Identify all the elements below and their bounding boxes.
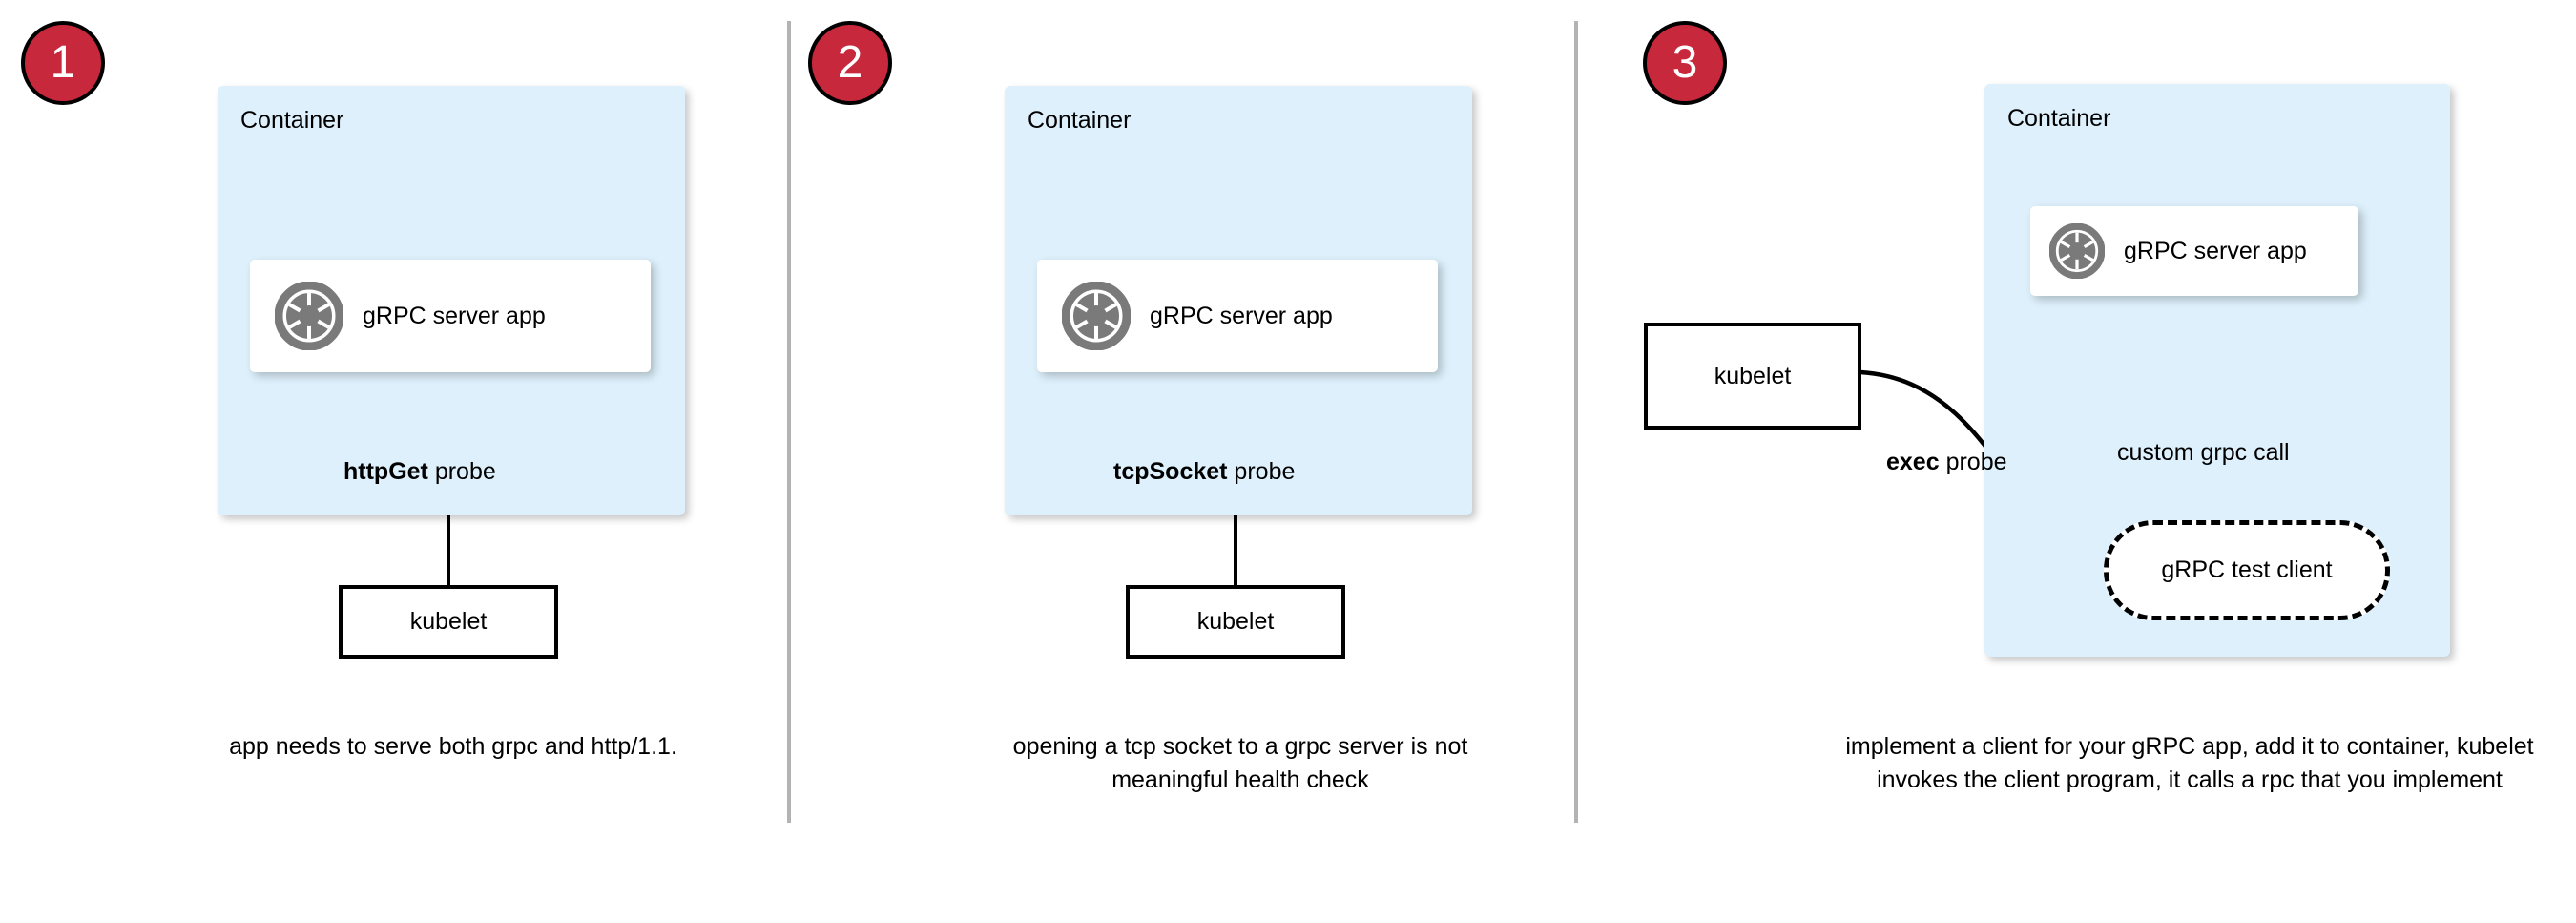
grpc-aperture-icon (275, 282, 343, 350)
grpc-server-app-label-3: gRPC server app (2124, 237, 2307, 264)
exec-probe-label: exec probe (1886, 449, 2007, 476)
container-label-1: Container (240, 107, 344, 134)
grpc-server-app-box-3[interactable]: gRPC server app (2030, 206, 2358, 296)
grpc-server-app-box-1[interactable]: gRPC server app (250, 260, 651, 372)
kubelet-label-3: kubelet (1714, 362, 1792, 389)
grpc-aperture-icon (2049, 223, 2105, 279)
probe-suffix-2: probe (1227, 458, 1296, 485)
grpc-test-client-box[interactable]: gRPC test client (2104, 520, 2390, 620)
grpc-server-app-label-2: gRPC server app (1150, 302, 1333, 329)
step-badge-3: 3 (1643, 21, 1727, 105)
grpc-server-app-label-1: gRPC server app (363, 302, 546, 329)
step-badge-1: 1 (21, 21, 105, 105)
panel-divider-2 (1574, 21, 1578, 823)
probe-name-3: exec (1886, 449, 1940, 475)
container-label-3: Container (2007, 105, 2111, 132)
panel-divider-1 (787, 21, 791, 823)
panel-caption-1: app needs to serve both grpc and http/1.… (229, 733, 677, 760)
kubelet-box-1[interactable]: kubelet (339, 585, 558, 659)
panel-caption-3: implement a client for your gRPC app, ad… (1845, 733, 2534, 793)
tcpsocket-probe-label: tcpSocket probe (1113, 458, 1295, 486)
kubelet-box-3[interactable]: kubelet (1644, 323, 1861, 430)
probe-suffix-1: probe (427, 458, 496, 485)
kubelet-box-2[interactable]: kubelet (1126, 585, 1345, 659)
httpget-probe-label: httpGet probe (343, 458, 496, 486)
probe-suffix-3: probe (1939, 449, 2007, 475)
container-label-2: Container (1028, 107, 1132, 134)
panel-caption-2: opening a tcp socket to a grpc server is… (1012, 733, 1468, 793)
grpc-server-app-box-2[interactable]: gRPC server app (1037, 260, 1438, 372)
probe-name-1: httpGet (343, 458, 428, 485)
grpc-test-client-label: gRPC test client (2161, 556, 2333, 583)
custom-grpc-call-label: custom grpc call (2117, 439, 2290, 466)
probe-name-2: tcpSocket (1113, 458, 1228, 485)
step-badge-2: 2 (808, 21, 892, 105)
grpc-aperture-icon (1062, 282, 1131, 350)
kubelet-label-1: kubelet (409, 608, 488, 635)
kubelet-label-2: kubelet (1196, 608, 1275, 635)
